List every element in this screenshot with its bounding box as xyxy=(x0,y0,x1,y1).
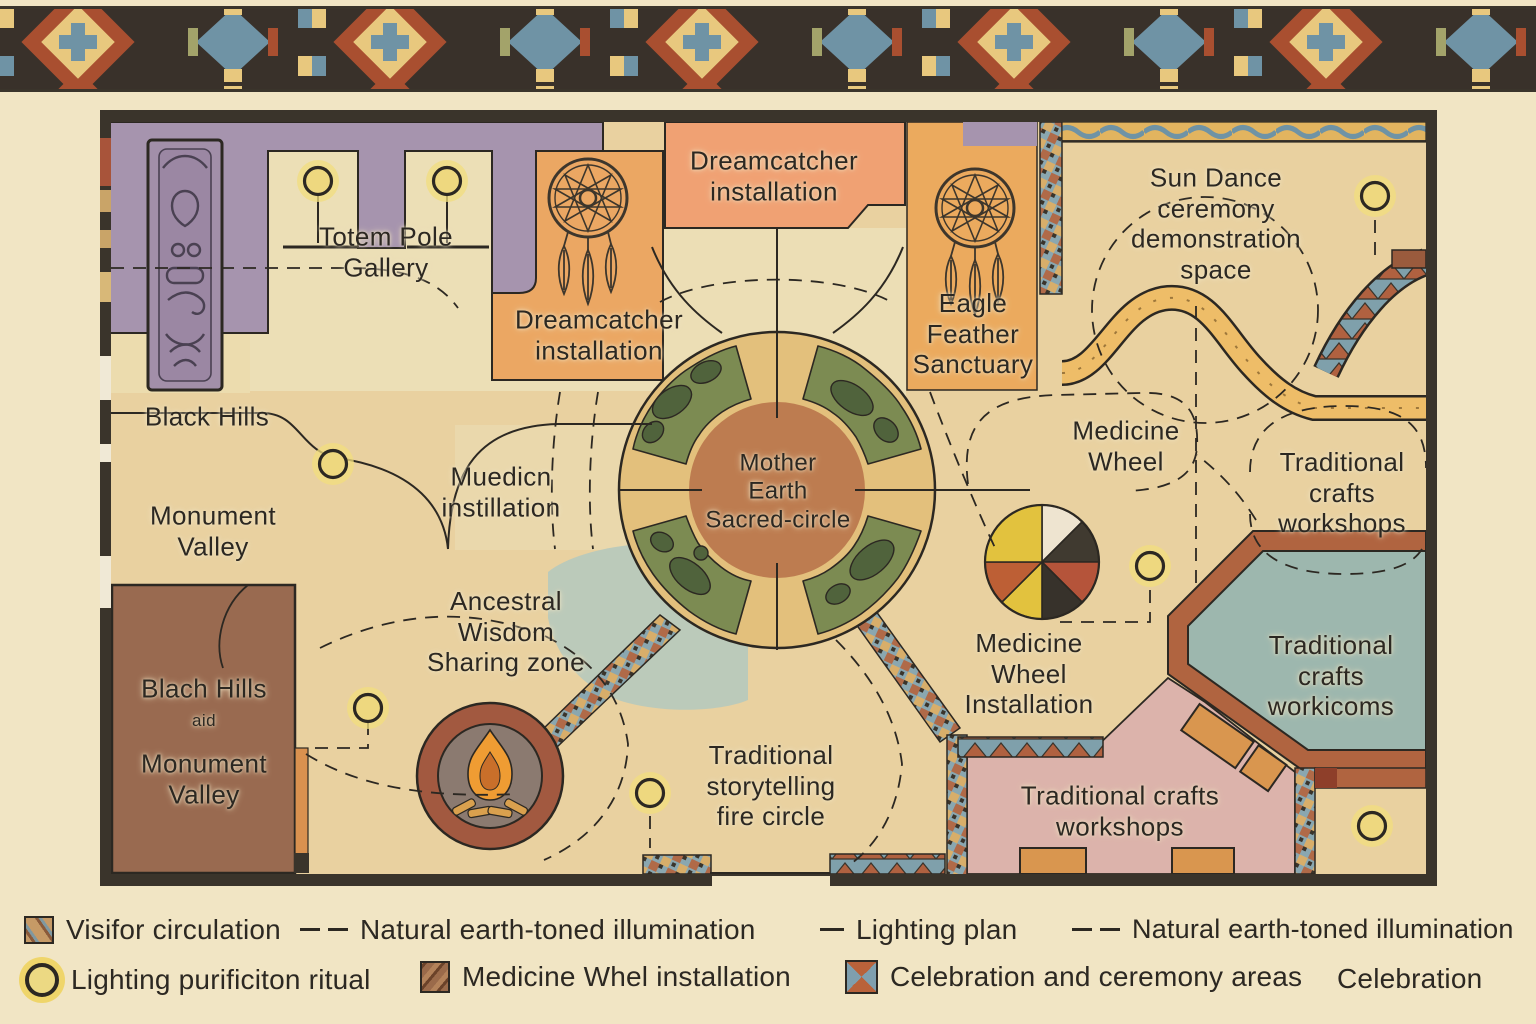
label-blach-hills-monument: Monument Valley xyxy=(140,748,268,809)
crescent-mosaic-band xyxy=(1313,248,1431,378)
legend-label: Natural earth-toned illumination xyxy=(1132,914,1514,944)
totem-pole-icon xyxy=(146,138,224,392)
label-dreamcatcher-left: Dreamcatcher installation xyxy=(514,304,684,365)
zone-eagle-feather-sanctuary xyxy=(906,121,1063,391)
sun-dance-top-band xyxy=(1061,121,1427,143)
zone-totem-pole-gallery xyxy=(109,121,604,334)
zone-crafts-workrooms-blue xyxy=(1167,530,1427,793)
legend-label: Natural earth-toned illumination xyxy=(360,914,756,945)
golden-ceremonial-path xyxy=(1060,284,1426,421)
legend-celebration: Celebration xyxy=(1337,963,1482,995)
visitor-circulation-swatch-icon xyxy=(24,916,54,944)
light-icon xyxy=(424,158,470,204)
mosaic-pathways xyxy=(538,599,1104,876)
light-icon xyxy=(345,685,391,731)
label-medicine-installation: Muedicn instillation xyxy=(441,461,561,522)
storytelling-fire-circle-icon xyxy=(415,701,565,851)
light-icon xyxy=(310,441,356,487)
legend-lighting-ritual: Lighting purificiton ritual xyxy=(25,963,371,997)
label-medicine-wheel: Medicine Wheel xyxy=(1072,415,1180,476)
label-blach-hills: Blach Hills xyxy=(141,673,267,704)
double-dash-icon xyxy=(300,921,348,939)
lighting-ring-icon xyxy=(25,963,59,997)
label-mother-earth: Mother Earth Sacred-circle xyxy=(705,449,851,534)
label-totem-pole-gallery: Totem Pole Gallery xyxy=(318,221,454,282)
light-icon xyxy=(627,770,673,816)
label-crafts-workrooms-blue: Traditional crafts workicoms xyxy=(1267,629,1395,722)
label-dreamcatcher-top: Dreamcatcher installation xyxy=(689,145,859,206)
lighting-symbols xyxy=(295,158,1398,849)
celebration-swatch-icon xyxy=(845,960,878,994)
plan-lines-dashed xyxy=(111,196,1427,867)
light-icon xyxy=(1352,173,1398,219)
decorative-textile-border xyxy=(0,6,1536,92)
legend-celebration-areas: Celebration and ceremony areas xyxy=(845,960,1302,994)
mother-earth-sacred-circle xyxy=(617,330,1030,650)
label-crafts-workshops-right: Traditional crafts workshops xyxy=(1278,446,1406,539)
label-sun-dance: Sun Dance ceremony demonstration space xyxy=(1131,162,1301,285)
zone-blach-hills-monument-valley xyxy=(110,583,309,875)
exterior-walls xyxy=(100,110,1437,886)
label-ancestral-wisdom: Ancestral Wisdom Sharing zone xyxy=(426,585,586,678)
light-icon xyxy=(1127,543,1173,589)
label-black-hills: Black Hills xyxy=(144,401,270,432)
label-storytelling: Traditional storytelling fire circle xyxy=(706,739,836,832)
legend-label: Visifor circulation xyxy=(66,914,281,945)
legend-label: Lighting purificiton ritual xyxy=(71,964,371,995)
medicine-wheel-swatch-icon xyxy=(420,961,450,993)
single-dash-icon xyxy=(820,921,844,939)
legend-label: Celebration and ceremony areas xyxy=(890,961,1303,992)
light-icon xyxy=(295,158,341,204)
legend-lighting-plan: Lighting plan xyxy=(820,914,1017,946)
legend-label: Celebration xyxy=(1337,963,1483,994)
label-crafts-workshops-pink: Traditional crafts workshops xyxy=(1020,780,1220,841)
legend-natural-illumination-1: Natural earth-toned illumination xyxy=(300,914,756,946)
legend-label: Lighting plan xyxy=(856,914,1018,945)
medicine-wheel-icon xyxy=(983,503,1101,621)
light-icon xyxy=(1349,803,1395,849)
label-monument-valley: Monument Valley xyxy=(149,500,277,561)
label-medicine-wheel-installation: Medicine Wheel Installation xyxy=(964,627,1094,720)
double-dash-icon xyxy=(1072,921,1120,939)
label-eagle-feather-sanctuary: Eagle Feather Sanctuary xyxy=(912,287,1034,380)
legend-natural-illumination-2: Natural earth-toned illumination xyxy=(1072,914,1514,945)
legend-medicine-wheel-installation: Medicine Whel installation xyxy=(420,961,791,993)
wall-openings xyxy=(100,138,111,608)
campfire-icon xyxy=(451,728,529,819)
label-blach-hills-aid: aid xyxy=(192,710,216,730)
legend-label: Medicine Whel installation xyxy=(462,961,791,992)
legend-visitor-circulation: Visifor circulation xyxy=(24,914,281,946)
